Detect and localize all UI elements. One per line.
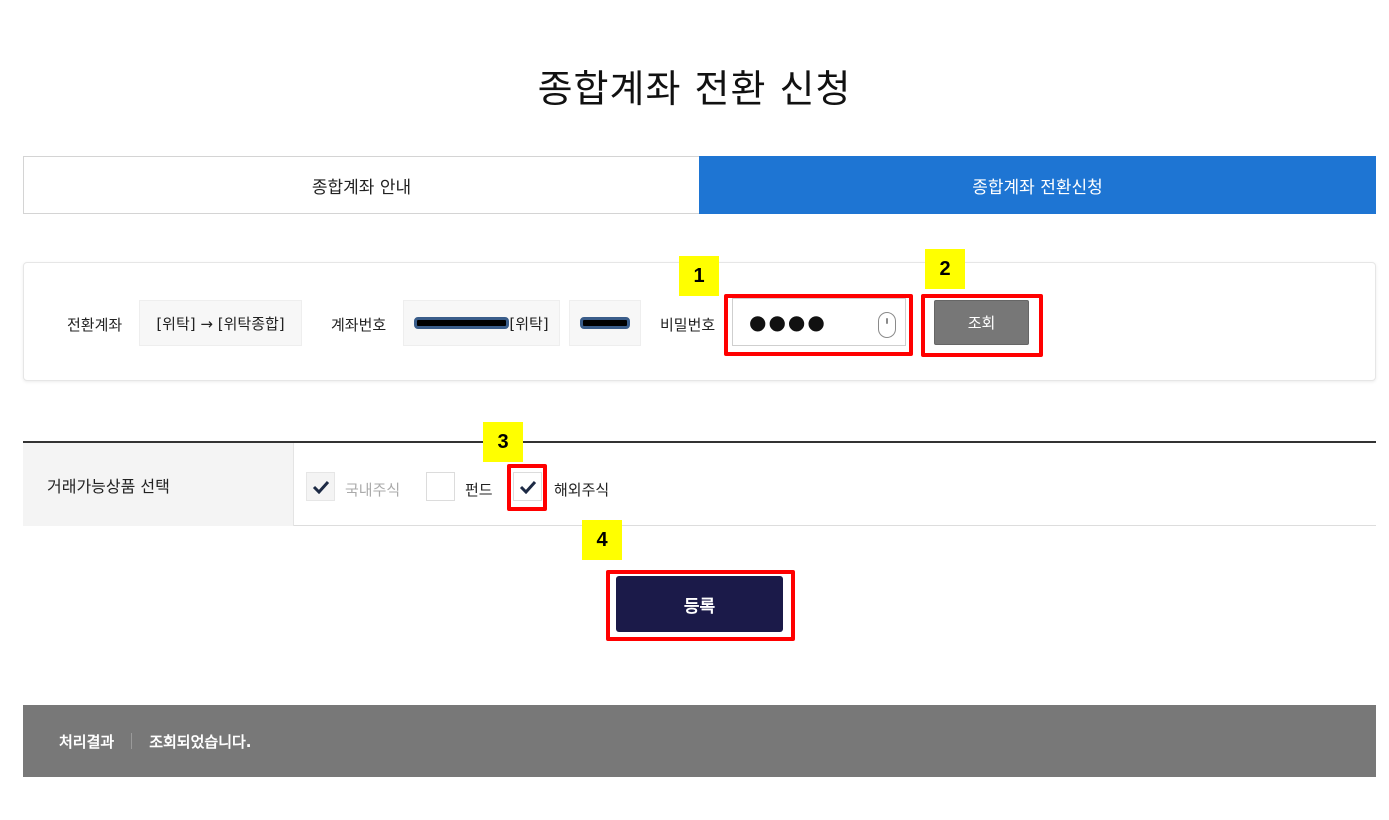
annotation-marker-3: 3 [483, 422, 523, 462]
divider [131, 733, 133, 749]
tab-account-guide[interactable]: 종합계좌 안내 [23, 156, 699, 214]
conversion-type-value: [위탁] → [위탁종합] [139, 300, 302, 346]
conversion-account-label: 전환계좌 [67, 316, 123, 334]
lookup-button[interactable]: 조회 [934, 300, 1029, 345]
product-selection-label: 거래가능상품 선택 [23, 443, 294, 526]
annotation-marker-4: 4 [582, 520, 622, 560]
account-number-field: [위탁] [403, 300, 560, 346]
password-label: 비밀번호 [660, 316, 716, 334]
account-number-label: 계좌번호 [331, 316, 387, 334]
password-input[interactable]: ●●●● [732, 298, 906, 346]
domestic-stock-label: 국내주식 [345, 481, 401, 499]
tab-bar: 종합계좌 안내 종합계좌 전환신청 [23, 156, 1376, 214]
account-sub-number-field [569, 300, 641, 346]
annotation-marker-2: 2 [925, 249, 965, 289]
overseas-stock-label: 해외주식 [554, 481, 610, 499]
account-type-suffix: [위탁] [509, 314, 549, 333]
mouse-icon[interactable] [878, 312, 896, 338]
password-masked-value: ●●●● [749, 310, 827, 334]
fund-label: 펀드 [465, 481, 493, 499]
product-selection-row: 거래가능상품 선택 국내주식 펀드 해외주식 [23, 441, 1376, 526]
page-title: 종합계좌 전환 신청 [537, 67, 852, 111]
check-icon [519, 480, 536, 494]
check-icon [312, 480, 329, 494]
result-message: 조회되었습니다. [149, 732, 252, 751]
tab-conversion-request[interactable]: 종합계좌 전환신청 [699, 156, 1376, 214]
redaction-bar [414, 317, 510, 329]
result-bar: 처리결과 조회되었습니다. [23, 705, 1376, 777]
redaction-bar [580, 317, 630, 329]
annotation-marker-1: 1 [679, 256, 719, 296]
domestic-stock-checkbox[interactable] [306, 472, 335, 501]
result-label: 처리결과 [59, 732, 115, 751]
register-button[interactable]: 등록 [616, 576, 783, 632]
overseas-stock-checkbox[interactable] [513, 472, 542, 501]
fund-checkbox[interactable] [426, 472, 455, 501]
